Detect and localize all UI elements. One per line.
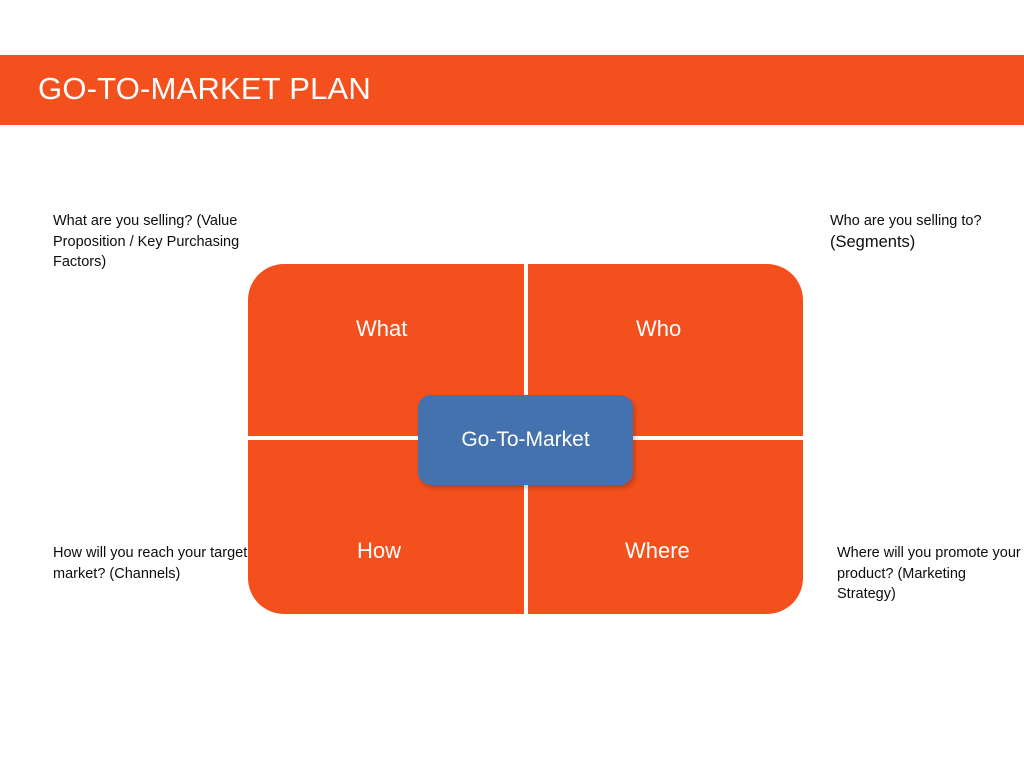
quadrant-label-where[interactable]: Where xyxy=(625,538,690,563)
quadrant-label-who[interactable]: Who xyxy=(636,316,682,341)
annotation-top-left: What are you selling? (Value Proposition… xyxy=(53,213,240,270)
quadrant-label-how[interactable]: How xyxy=(357,538,402,563)
header-bar xyxy=(0,55,1024,125)
annotation-top-right-emphasis: (Segments) xyxy=(830,232,916,251)
annotation-bottom-right: Where will you promote your product? (Ma… xyxy=(837,545,1021,602)
page-title: GO-TO-MARKET PLAN xyxy=(38,71,371,106)
annotation-bottom-left: How will you reach your target market? (… xyxy=(53,545,248,582)
annotation-top-right-lead: Who are you selling to? xyxy=(830,213,982,229)
quadrant-label-what[interactable]: What xyxy=(356,316,408,341)
center-node-label: Go-To-Market xyxy=(461,428,590,451)
annotation-top-right: Who are you selling to? (Segments) xyxy=(830,211,1015,253)
center-node[interactable]: Go-To-Market xyxy=(418,395,633,485)
